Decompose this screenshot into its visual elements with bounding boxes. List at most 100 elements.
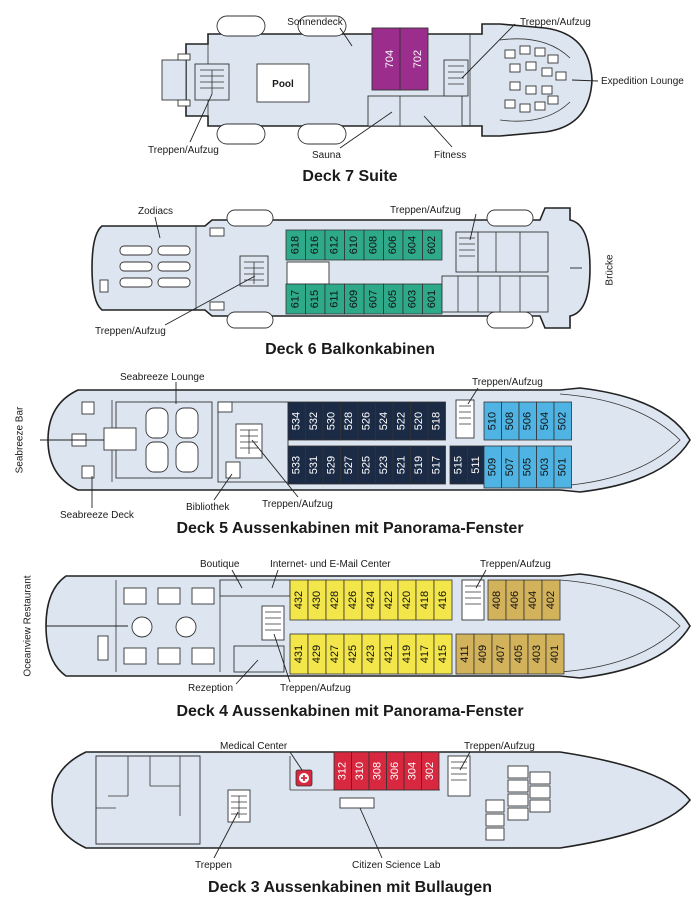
cabin-508-number: 508 (504, 412, 516, 430)
deck-7-stern-hatch-top (177, 53, 191, 61)
bibliothek-label: Bibliothek (186, 502, 230, 513)
cabin-409-number: 409 (477, 645, 489, 663)
cabin-430-number: 430 (311, 591, 323, 609)
deck-4-stairs (261, 605, 285, 641)
cabin-417-number: 417 (419, 645, 431, 663)
cabin-312-number: 312 (337, 762, 349, 780)
cabin-407-number: 407 (495, 645, 507, 663)
deck-3-stairs-fwd (447, 755, 471, 797)
cabin-532-number: 532 (308, 412, 320, 430)
cabin-501-number: 501 (557, 458, 569, 476)
lifeboat (297, 15, 347, 37)
cabin-607-number: 607 (368, 290, 380, 308)
cabin-401-number: 401 (549, 645, 561, 663)
cabin-419-number: 419 (401, 645, 413, 663)
cabin-604-number: 604 (407, 236, 419, 254)
deck-6-treppen-top-label: Treppen/Aufzug (390, 205, 461, 216)
lifeboat (486, 311, 534, 329)
cabin-420-number: 420 (401, 591, 413, 609)
cabin-533-number: 533 (291, 456, 303, 474)
cabin-518 (427, 401, 446, 441)
fitness-label: Fitness (434, 150, 466, 161)
lounge-seats (504, 45, 567, 113)
deck-6-treppen-bottom-label: Treppen/Aufzug (95, 326, 166, 337)
cabin-507-number: 507 (504, 458, 516, 476)
citizen-science-label: Citizen Science Lab (352, 860, 441, 871)
deck-tables (71, 401, 95, 479)
cabin-521-number: 521 (396, 456, 408, 474)
cabin-404-number: 404 (527, 591, 539, 609)
cabin-529-number: 529 (326, 456, 338, 474)
rezeption-area (233, 645, 285, 673)
deck-5-title: Deck 5 Aussenkabinen mit Panorama-Fenste… (176, 520, 523, 537)
cabin-522-number: 522 (396, 412, 408, 430)
deck-7-treppen-top-label: Treppen/Aufzug (520, 17, 591, 28)
cabin-509-number: 509 (487, 458, 499, 476)
cabin-702 (399, 27, 429, 91)
seabreeze-lounge-label: Seabreeze Lounge (120, 372, 205, 383)
lifeboat (486, 209, 534, 227)
deck-4-title: Deck 4 Aussenkabinen mit Panorama-Fenste… (176, 703, 523, 720)
cabin-416-number: 416 (437, 591, 449, 609)
cabin-429-number: 429 (311, 645, 323, 663)
cabin-702-number: 702 (412, 50, 424, 68)
cabin-505-number: 505 (522, 458, 534, 476)
deck-6-hatch (209, 227, 225, 237)
cabin-615-number: 615 (309, 290, 321, 308)
cabin-304-number: 304 (407, 762, 419, 780)
pool-area (256, 63, 310, 103)
deck-7-title: Deck 7 Suite (302, 168, 397, 185)
cabin-531-number: 531 (308, 456, 320, 474)
cabin-415-number: 415 (437, 645, 449, 663)
cabin-411-number: 411 (459, 645, 471, 663)
cabin-617-number: 617 (290, 290, 302, 308)
cabin-618-number: 618 (290, 236, 302, 254)
cabin-406-number: 406 (509, 591, 521, 609)
deck-7-stern-platform (161, 59, 187, 101)
citizen-science-lab (339, 797, 375, 809)
cabin-515-number: 515 (453, 456, 465, 474)
deck-6-stern-stairs (99, 279, 109, 293)
cabin-502-number: 502 (557, 412, 569, 430)
cabin-528-number: 528 (343, 412, 355, 430)
cabin-302 (421, 751, 440, 791)
cabin-524-number: 524 (378, 412, 390, 430)
deck-4-treppen-top-label: Treppen/Aufzug (480, 559, 551, 570)
lounge-seats (145, 407, 199, 473)
cabin-612-number: 612 (329, 236, 341, 254)
cabin-423-number: 423 (365, 645, 377, 663)
cabin-427-number: 427 (329, 645, 341, 663)
deck-7-treppen-left-label: Treppen/Aufzug (148, 145, 219, 156)
seabreeze-bar-label: Seabreeze Bar (15, 406, 26, 473)
cabin-310-number: 310 (354, 762, 366, 780)
cabin-415 (433, 633, 453, 675)
cabin-606-number: 606 (387, 236, 399, 254)
cabin-610-number: 610 (348, 236, 360, 254)
cabin-704 (371, 27, 401, 91)
rezeption-label: Rezeption (188, 683, 233, 694)
cabin-501 (553, 445, 572, 489)
cabin-428-number: 428 (329, 591, 341, 609)
deck-6-central-room (286, 261, 330, 285)
lifeboat (216, 15, 266, 37)
cabin-510-number: 510 (487, 412, 499, 430)
cabin-306-number: 306 (389, 762, 401, 780)
medical-center-label: Medical Center (220, 741, 288, 752)
zodiacs-label: Zodiacs (138, 206, 173, 217)
deck-5-hatch (217, 401, 233, 413)
deck-6-fwd-rooms-top (477, 231, 549, 273)
boutique-label: Boutique (200, 559, 240, 570)
cabin-506-number: 506 (522, 412, 534, 430)
